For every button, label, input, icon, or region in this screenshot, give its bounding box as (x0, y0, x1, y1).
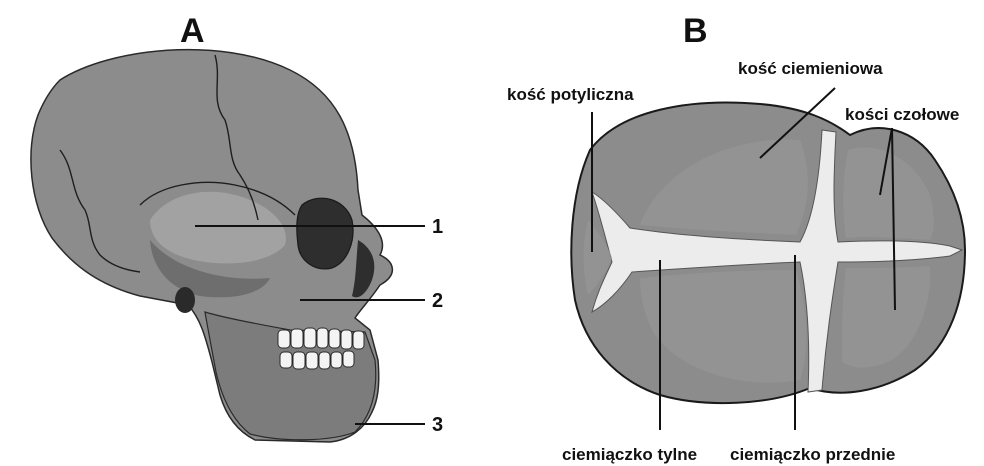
panel-b: B kość potyliczna kość ciemieniowa kości… (507, 12, 965, 464)
orbit (297, 198, 353, 269)
ear-canal (175, 287, 195, 313)
panel-a-letter: A (180, 12, 205, 50)
infant-skull-illustration (571, 103, 965, 404)
label-frontal-bones: kości czołowe (845, 105, 959, 124)
callout-label-3: 3 (432, 414, 443, 436)
label-occipital-bone: kość potyliczna (507, 85, 634, 104)
panel-b-letter: B (683, 12, 708, 50)
callout-label-1: 1 (432, 216, 443, 238)
label-parietal-bone: kość ciemieniowa (738, 59, 883, 78)
callout-label-2: 2 (432, 290, 443, 312)
label-posterior-fontanelle: ciemiączko tylne (562, 445, 697, 464)
panel-a: A (31, 12, 443, 442)
skull-illustration (31, 50, 392, 442)
label-anterior-fontanelle: ciemiączko przednie (730, 445, 895, 464)
